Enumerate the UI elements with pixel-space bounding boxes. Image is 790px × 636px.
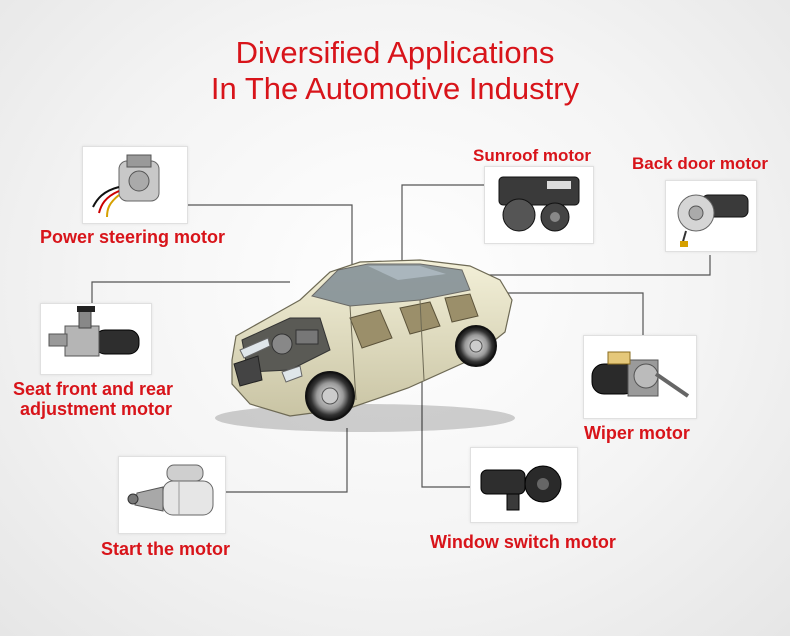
seat-adjustment-motor-icon	[48, 306, 140, 357]
connector-back-door	[478, 255, 711, 276]
sunroof-motor-icon	[498, 176, 580, 232]
label-back-door: Back door motor	[632, 154, 769, 173]
connector-sunroof	[401, 184, 486, 270]
label-power-steering: Power steering motor	[40, 227, 226, 247]
sunroof-motor-photo	[484, 166, 594, 244]
label-wiper: Wiper motor	[584, 423, 690, 443]
label-window: Window switch motor	[430, 532, 616, 552]
connector-power-steering	[150, 204, 353, 285]
power-steering-motor-icon	[92, 154, 160, 218]
connector-wiper	[498, 292, 644, 335]
label-start: Start the motor	[101, 539, 231, 559]
wiper-motor-icon	[591, 351, 690, 398]
connector-start	[226, 428, 348, 493]
back-door-motor-photo	[665, 180, 757, 252]
page-subtitle: In The Automotive Industry	[210, 71, 580, 106]
window-switch-motor-photo	[470, 447, 578, 523]
connector-seat	[91, 281, 290, 305]
label-seat-line2: adjustment motor	[20, 399, 173, 419]
window-switch-motor-icon	[480, 465, 562, 511]
wiper-motor-photo	[583, 335, 697, 419]
connector-window	[421, 370, 480, 488]
seat-adjustment-motor-photo	[40, 303, 152, 375]
page-title: Diversified Applications	[235, 35, 555, 70]
label-seat-line1: Seat front and rear	[13, 379, 174, 399]
back-door-motor-icon	[677, 194, 749, 247]
starter-motor-icon	[127, 464, 214, 516]
label-sunroof: Sunroof motor	[473, 146, 592, 165]
starter-motor-photo	[118, 456, 226, 534]
power-steering-motor-photo	[82, 146, 188, 224]
